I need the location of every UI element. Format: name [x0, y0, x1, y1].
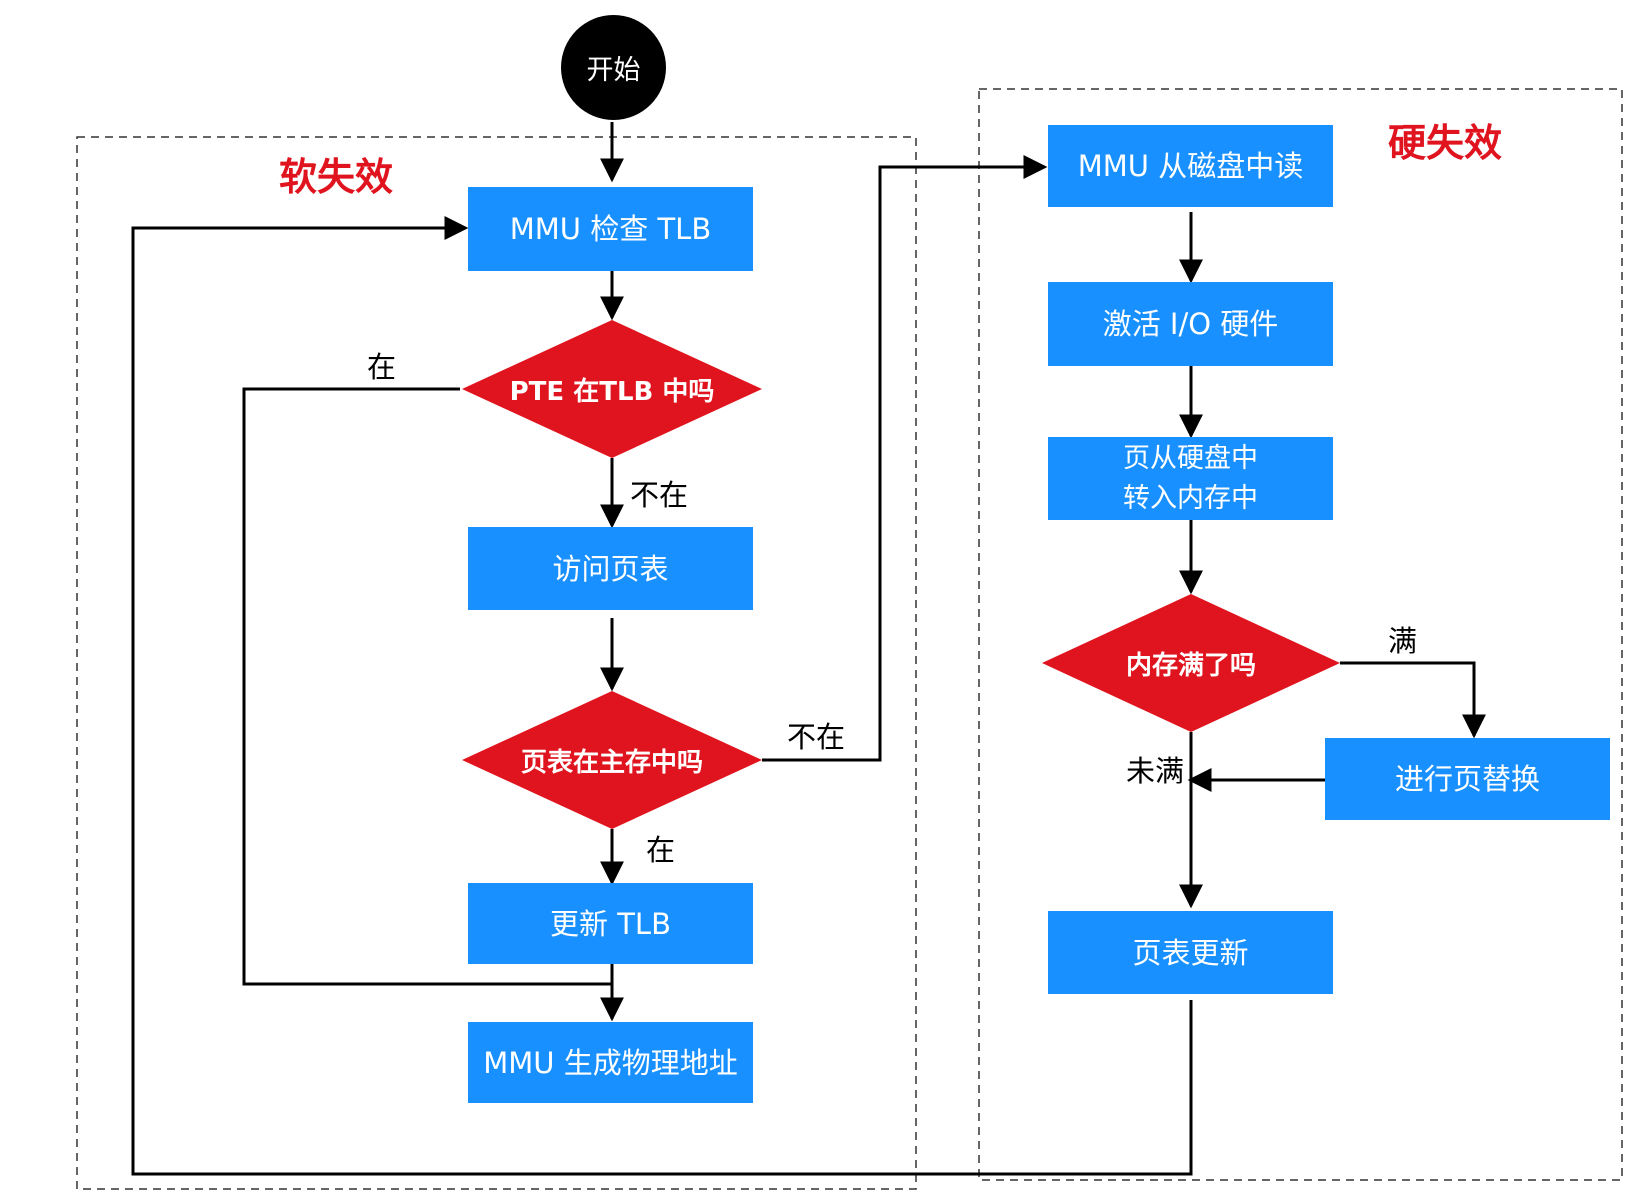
mmu-check-tlb-box: MMU 检查 TLB	[468, 187, 753, 271]
page-table-update-box: 页表更新	[1048, 911, 1333, 994]
decision-page-table-in-memory	[462, 691, 762, 829]
edge-pte-yes-bypass	[242, 387, 612, 986]
edge-update-back-to-check	[131, 216, 1193, 1176]
mmu-read-disk-box: MMU 从磁盘中读	[1048, 125, 1333, 207]
edge-full-yes-to-replace	[1340, 661, 1486, 739]
access-page-table-box: 访问页表	[468, 527, 753, 610]
pte-in-tlb-label: PTE 在TLB 中吗	[509, 376, 715, 407]
edge-label-full-no: 未满	[1126, 754, 1185, 788]
edge-label-full-yes: 满	[1388, 624, 1418, 658]
soft-fault-title: 软失效	[279, 155, 394, 199]
activate-io-box: 激活 I/O 硬件	[1048, 282, 1333, 366]
update-tlb-box: 更新 TLB	[468, 883, 753, 964]
edge-label-pt-yes: 在	[646, 833, 676, 867]
edge-label-pt-no: 不在	[787, 720, 846, 754]
mmu-generate-physical-address-box: MMU 生成物理地址	[468, 1022, 753, 1103]
decision-memory-full	[1042, 594, 1340, 732]
page-load-box: 页从硬盘中 转入内存中	[1048, 437, 1333, 520]
edge-pt-no-to-disk	[762, 155, 1048, 762]
decision-pte-in-tlb	[462, 320, 762, 458]
start-node: 开始	[561, 15, 666, 120]
hard-fault-title: 硬失效	[1388, 121, 1503, 165]
page-table-in-memory-label: 页表在主存中吗	[520, 747, 703, 778]
edge-label-pte-no: 不在	[630, 478, 689, 512]
page-replace-box: 进行页替换	[1325, 738, 1610, 820]
hard-fault-group-border	[978, 88, 1623, 1181]
edge-label-pte-yes: 在	[367, 350, 397, 384]
memory-full-label: 内存满了吗	[1125, 650, 1256, 681]
soft-fault-group-border	[76, 136, 917, 1190]
